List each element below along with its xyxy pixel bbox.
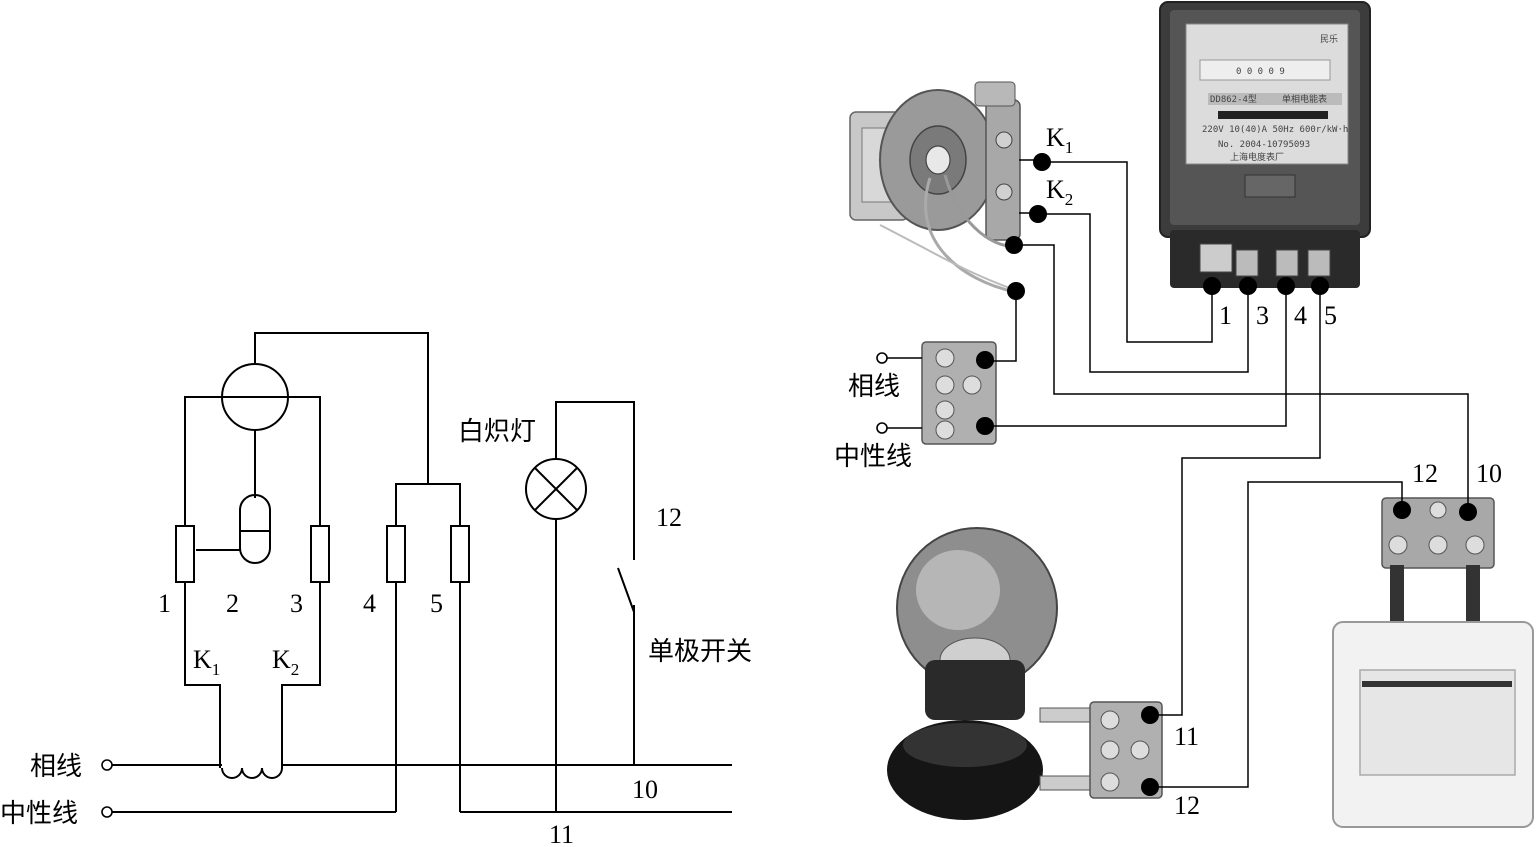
- label-k1: K1: [193, 645, 220, 679]
- meter-top-wire: [254, 332, 429, 484]
- photo-node-lamp-12: [1141, 778, 1159, 796]
- photo-wiring-diagram: 0 0 0 0 9 民乐 DD862-4型 单相电能表 220V 10(40)A…: [834, 1, 1534, 828]
- meter-serial: No. 2004-10795093: [1218, 140, 1310, 150]
- photo-node-ct-out: [1005, 236, 1023, 254]
- photo-meter-terminal-4: 4: [1294, 301, 1307, 330]
- photo-phase-terminal: [876, 352, 888, 364]
- meter-maker: 上海电度表厂: [1230, 151, 1284, 163]
- terminal-label-1: 1: [158, 589, 171, 618]
- schematic-diagram: 1 2 3 4 5 K1 K2 白炽灯 12 单极开关 相线 中性线 10 11: [0, 332, 752, 847]
- meter-rating: 220V 10(40)A 50Hz 600r/kW·h: [1202, 125, 1348, 135]
- photo-neutral-terminal: [876, 422, 888, 434]
- terminal-label-3: 3: [290, 589, 303, 618]
- photo-node-lamp-11: [1141, 706, 1159, 724]
- photo-meter-terminal-1: 1: [1219, 301, 1232, 330]
- photo-node-label-11: 11: [1174, 722, 1199, 751]
- photo-wires: [976, 153, 1477, 796]
- coil-4-symbol: [386, 525, 406, 583]
- photo-node-k1: [1033, 153, 1051, 171]
- photo-node-phase: [976, 351, 994, 369]
- light-bulb-photo: [887, 527, 1091, 820]
- photo-node-k2: [1029, 205, 1047, 223]
- lamp-label: 白炽灯: [458, 417, 536, 447]
- current-coil-3-symbol: [310, 525, 330, 583]
- input-terminal-block-photo: [876, 341, 997, 445]
- node-label-11: 11: [549, 820, 574, 847]
- node-label-10: 10: [632, 775, 658, 804]
- photo-label-k2: K2: [1046, 175, 1073, 209]
- lamp-terminal-block-photo: [1089, 701, 1163, 799]
- coil-5-symbol: [450, 525, 470, 583]
- photo-node-label-10: 10: [1476, 459, 1502, 488]
- photo-node-meter-4: [1277, 277, 1295, 295]
- meter-model: DD862-4型: [1210, 94, 1257, 105]
- current-transformer-photo: [849, 81, 1021, 294]
- photo-node-switch-12: [1393, 501, 1411, 519]
- photo-node-meter-3: [1239, 277, 1257, 295]
- meter-type: 单相电能表: [1282, 93, 1327, 105]
- terminal-label-4: 4: [363, 589, 376, 618]
- photo-node-meter-1: [1203, 277, 1221, 295]
- photo-node-neutral: [976, 417, 994, 435]
- photo-label-k1: K1: [1046, 123, 1073, 157]
- meter-brand: 民乐: [1320, 33, 1338, 45]
- photo-neutral-label: 中性线: [834, 442, 912, 472]
- meter-reading: 0 0 0 0 9: [1236, 67, 1285, 77]
- current-coil-1-symbol: [175, 525, 195, 583]
- terminal-label-5: 5: [430, 589, 443, 618]
- photo-node-meter-5: [1311, 277, 1329, 295]
- energy-meter-photo: 0 0 0 0 9 民乐 DD862-4型 单相电能表 220V 10(40)A…: [1159, 1, 1371, 288]
- switch-label: 单极开关: [648, 637, 752, 667]
- photo-node-switch-10: [1459, 503, 1477, 521]
- photo-node-label-12-bottom: 12: [1174, 791, 1200, 820]
- photo-meter-terminal-3: 3: [1256, 301, 1269, 330]
- switch-symbol: [617, 567, 635, 613]
- phase-label: 相线: [30, 752, 82, 782]
- neutral-label: 中性线: [0, 799, 78, 829]
- photo-phase-label: 相线: [848, 372, 900, 402]
- node-label-12: 12: [656, 503, 682, 532]
- voltage-coil-symbol: [239, 494, 271, 564]
- photo-meter-terminal-5: 5: [1324, 301, 1337, 330]
- neutral-terminal: [101, 806, 113, 818]
- current-transformer-symbol: [221, 767, 283, 779]
- label-k2: K2: [272, 645, 299, 679]
- phase-terminal: [101, 759, 113, 771]
- photo-node-ct-in: [1007, 282, 1025, 300]
- wall-switch-photo: [1332, 621, 1534, 828]
- terminal-label-2: 2: [226, 589, 239, 618]
- photo-node-label-12-top: 12: [1412, 459, 1438, 488]
